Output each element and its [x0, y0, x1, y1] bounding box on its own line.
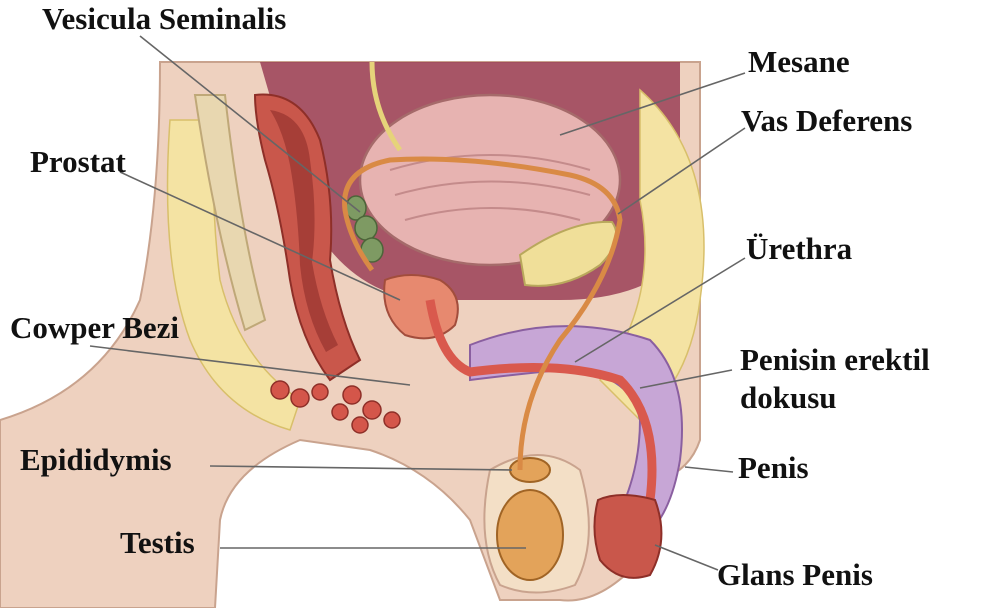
glans — [594, 495, 661, 578]
label-testis: Testis — [120, 526, 195, 560]
leader-glans — [655, 545, 718, 570]
epididymis — [510, 458, 550, 482]
label-glans-penis: Glans Penis — [717, 558, 873, 592]
label-penisin-erektil-line2: dokusu — [740, 381, 837, 415]
label-cowper-bezi: Cowper Bezi — [10, 311, 179, 345]
label-epididymis: Epididymis — [20, 443, 172, 477]
label-penisin-erektil-line1: Penisin erektil — [740, 343, 930, 377]
label-mesane: Mesane — [748, 45, 850, 79]
label-urethra: Ürethra — [746, 232, 852, 266]
leader-penis — [685, 467, 733, 472]
label-vas-deferens: Vas Deferens — [741, 104, 912, 138]
label-prostat: Prostat — [30, 145, 126, 179]
label-vesicula-seminalis: Vesicula Seminalis — [42, 2, 286, 36]
label-penis: Penis — [738, 451, 809, 485]
testis — [497, 490, 563, 580]
